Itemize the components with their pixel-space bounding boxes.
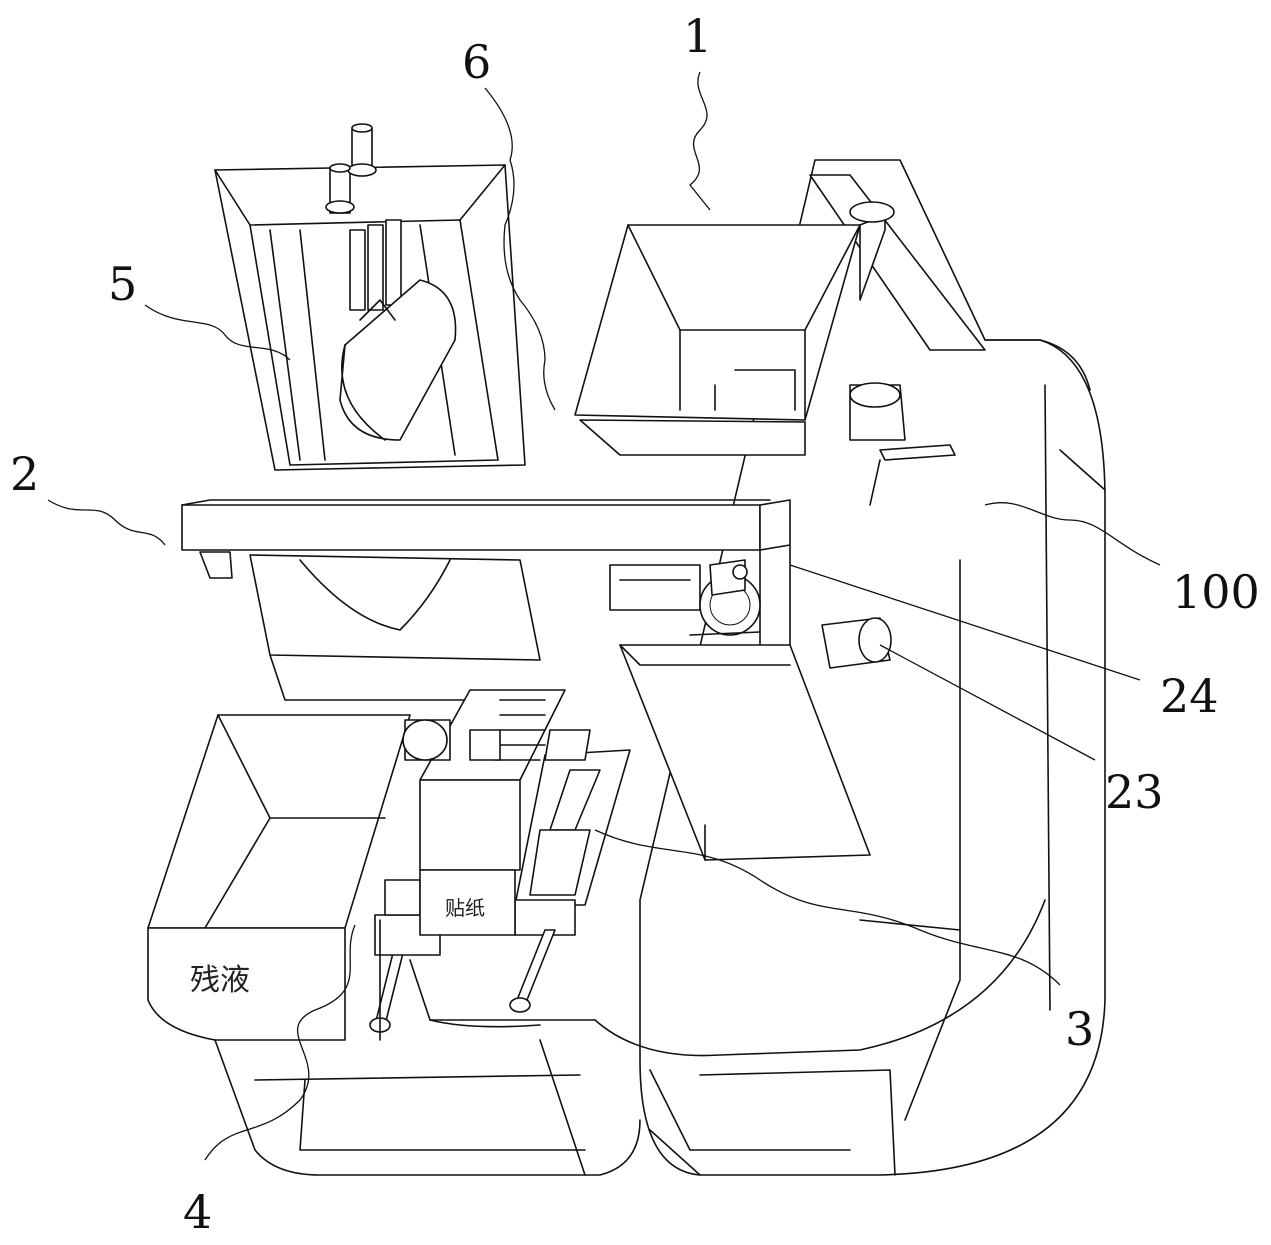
label-4: 4 [183, 1185, 212, 1239]
label-3: 3 [1065, 1002, 1094, 1056]
gear-assembly [609, 559, 761, 651]
cutting-platform: 贴纸 [369, 689, 631, 1041]
label-2: 2 [10, 447, 39, 501]
callout-numbers: 1 6 5 2 100 24 23 3 4 [10, 9, 1260, 1239]
label-24: 24 [1160, 669, 1219, 723]
hopper [574, 201, 956, 506]
label-100: 100 [1172, 565, 1260, 619]
label-23: 23 [1105, 765, 1164, 819]
leader-lines [47, 71, 1161, 1161]
paste-text: 贴纸 [445, 896, 485, 920]
label-6: 6 [462, 35, 491, 89]
label-5: 5 [108, 257, 137, 311]
residue-text: 残液 [190, 963, 250, 998]
press-frame [214, 123, 546, 701]
side-motor [821, 617, 892, 669]
rear-rail [809, 174, 986, 351]
label-1: 1 [683, 9, 712, 63]
transfer-beam [181, 499, 791, 691]
residue-tank: 残液 [147, 714, 641, 1176]
right-block [619, 644, 871, 861]
